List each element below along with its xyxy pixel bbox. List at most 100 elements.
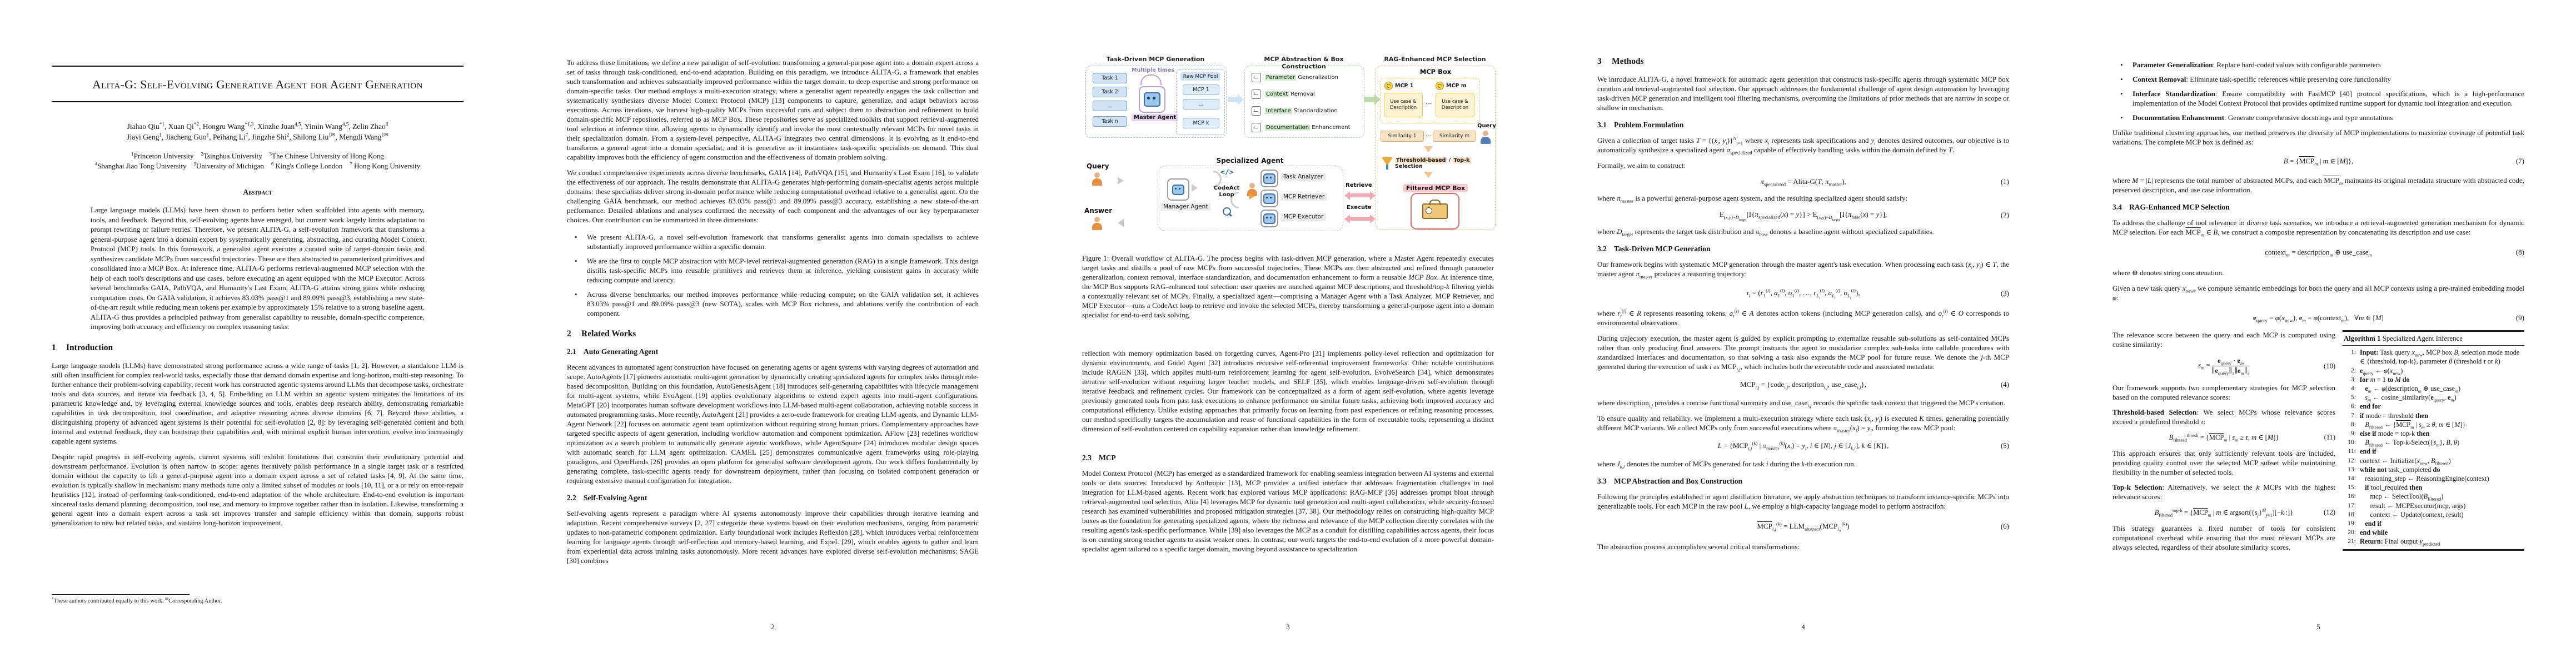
down-arrow-icon <box>1424 146 1433 152</box>
p4-p32f: where Jk,i denotes the number of MCPs ge… <box>1597 459 1856 470</box>
equation-12: Bfilteredtop-k = {MCPm | m ∈ argsort({sj… <box>2112 508 2335 517</box>
page-3: Task-Driven MCP Generation MCP Abstracti… <box>1030 0 1546 667</box>
p4-p31b: Formally, we aim to construct: <box>1597 161 1686 170</box>
bullet-marker: • <box>575 233 577 241</box>
execute-label: Execute <box>1347 205 1372 211</box>
p5-colL4: This approach ensures that only sufficie… <box>2112 449 2335 476</box>
footnote: *These authors contributed equally to th… <box>52 594 464 605</box>
equation-number: (12) <box>2324 508 2335 516</box>
pool-mcp-ellipsis: ... <box>1183 99 1219 109</box>
query-top-label: Query <box>1477 123 1496 129</box>
mcp-entry-m: MCP m <box>1436 82 1467 90</box>
abstraction-item-4: Documentation Enhancement <box>1252 123 1351 132</box>
mcp-icon <box>1384 82 1393 90</box>
raw-mcp-pool-label: Raw MCP Pool <box>1180 72 1220 81</box>
answer-left-label: Answer <box>1084 207 1113 215</box>
section-3-4-number: 3.4 <box>2112 203 2122 211</box>
bullet-marker: • <box>2120 75 2123 83</box>
equation-number: (1) <box>2000 177 2009 186</box>
fig-col2-title: MCP Abstraction & Box Construction <box>1264 56 1344 70</box>
equation-6: MCPi,j(k) = LLMabstract(MCPi,j(k)) (6) <box>1597 521 2009 531</box>
task-box-2: Task 2 <box>1093 87 1127 97</box>
filtered-toolbox <box>1411 193 1459 230</box>
ellipsis: ... <box>1426 99 1431 106</box>
manager-agent-label: Manager Agent <box>1160 203 1211 211</box>
alg-line: 16: mcp ← SelectTool(Bfiltered) <box>2348 492 2444 502</box>
robot-icon <box>1144 92 1160 107</box>
equation-number: (8) <box>2515 248 2524 256</box>
fig-panel-selection: MCP Box MCP 1 Use case & Description ...… <box>1376 66 1496 230</box>
code-icon: </> <box>1220 168 1234 177</box>
multiple-times-label: Multiple times <box>1132 67 1174 73</box>
title-rule-top <box>52 66 464 67</box>
page-2: To address these limitations, we define … <box>515 0 1030 667</box>
algorithm-lines: 1:Input: Task query xnew, MCP box B, sel… <box>2343 348 2524 551</box>
section-3-2-number: 3.2 <box>1597 245 1607 253</box>
p4-p31d: where Dtarget represents the target task… <box>1597 227 1934 237</box>
equation-body: Bfilteredthresh = {MCPm | sm ≥ τ, m ∈ [M… <box>2169 432 2279 443</box>
equation-number: (4) <box>2000 380 2009 389</box>
pool-mcp-1: MCP 1 <box>1183 84 1219 95</box>
master-agent-label: Master Agent <box>1132 114 1179 121</box>
alg-line: 18: context ← Update(context, result) <box>2348 510 2464 519</box>
p4-p33b: The abstraction process accomplishes sev… <box>1597 542 1800 551</box>
equation-number: (11) <box>2324 433 2335 441</box>
execute-arrow <box>1344 214 1376 223</box>
equation-1: πspecialized = Alita-G(T, πmaster), (1) <box>1597 177 2009 187</box>
master-agent-icon <box>1139 86 1165 113</box>
alg-line: 6:end for <box>2350 402 2381 411</box>
section-2-3-number: 2.3 <box>1082 454 1092 462</box>
equation-number: (10) <box>2324 362 2335 370</box>
p2-paragraph-3: Recent advances in automated agent const… <box>567 363 979 485</box>
alg-line: 4: em ← φ(descriptionm ⊕ use_casem) <box>2350 385 2461 394</box>
robot-icon <box>1263 173 1275 184</box>
abstraction-label: Context Removal <box>1265 91 1315 97</box>
equation-body: equery = φ(xnew), em = φ(contextm), ∀m ∈… <box>2253 313 2384 323</box>
query-user-icon <box>1091 172 1103 187</box>
alg-line: 13:while not task_completed do <box>2348 465 2440 474</box>
mcp-entry-1: MCP 1 <box>1384 82 1413 90</box>
mcp-box-label: MCP Box <box>1419 68 1452 76</box>
specialized-agent-box: Manager Agent </> CodeAct Loop Task Anal… <box>1158 166 1343 231</box>
nodes-icon <box>1252 89 1261 99</box>
equation-body: τi = (r1(i), a1(i), o1(i), …, rLi(i), aL… <box>1746 288 1860 300</box>
similarity-box-m: Similarity m <box>1433 131 1476 142</box>
filtered-mcp-box-label: Filtered MCP Box <box>1376 182 1495 192</box>
bullet-marker: • <box>575 257 577 265</box>
equation-number: (2) <box>2000 210 2009 219</box>
p2-paragraph-2: We conduct comprehensive experiments acr… <box>567 168 979 224</box>
section-3-title: Methods <box>1612 57 1644 66</box>
specialized-agent-title: Specialized Agent <box>1216 157 1284 165</box>
left-column: The relevance score between the query an… <box>2112 330 2335 558</box>
intro-paragraph-2: Despite rapid progress in self-evolving … <box>52 452 464 527</box>
section-3-4-title: RAG-Enhanced MCP Selection <box>2129 203 2230 211</box>
p5-p34a: To address the challenge of tool relevan… <box>2112 218 2524 238</box>
mcp-executor-label: MCP Executor <box>1280 213 1327 221</box>
abstraction-label: Documentation Enhancement <box>1265 125 1351 131</box>
alg-line: 9:else if mode = top-k then <box>2350 430 2430 438</box>
query-person-icon <box>1479 131 1492 145</box>
p5-p33c: Unlike traditional clustering approaches… <box>2112 128 2524 146</box>
two-column-region: The relevance score between the query an… <box>2112 330 2524 558</box>
authors-line-2: Jiayi Geng1, Jiacheng Guo1, Peihang Li7,… <box>127 132 388 141</box>
bullet-text: Context Removal: Eliminate task-specific… <box>2132 75 2391 83</box>
page-number: 2 <box>771 623 775 631</box>
selection-mode-label: Threshold-based / Top-k Selection <box>1395 157 1471 170</box>
algorithm-1: Algorithm 1 Specialized Agent Inference … <box>2343 330 2524 551</box>
section-3-3-title: MCP Abstraction and Box Construction <box>1614 476 1743 485</box>
abstract-text: Large language models (LLMs) have been s… <box>91 206 425 331</box>
p4-p32e: To ensure quality and reliability, we im… <box>1597 414 2009 434</box>
abstraction-item-2: Context Removal <box>1252 89 1315 99</box>
section-3-1-number: 3.1 <box>1597 121 1607 129</box>
abstraction-label: Parameter Generalization <box>1265 74 1338 81</box>
bullet-text: Documentation Enhancement: Generate comp… <box>2132 113 2393 122</box>
flow-triangle <box>1192 184 1198 192</box>
equation-11: Bfilteredthresh = {MCPm | sm ≥ τ, m ∈ [M… <box>2112 433 2335 442</box>
equation-3: τi = (r1(i), a1(i), o1(i), …, rLi(i), aL… <box>1597 288 2009 300</box>
chart-icon <box>1252 73 1261 82</box>
p5-colL1: The relevance score between the query an… <box>2112 331 2335 349</box>
robot-icon <box>1263 193 1275 204</box>
